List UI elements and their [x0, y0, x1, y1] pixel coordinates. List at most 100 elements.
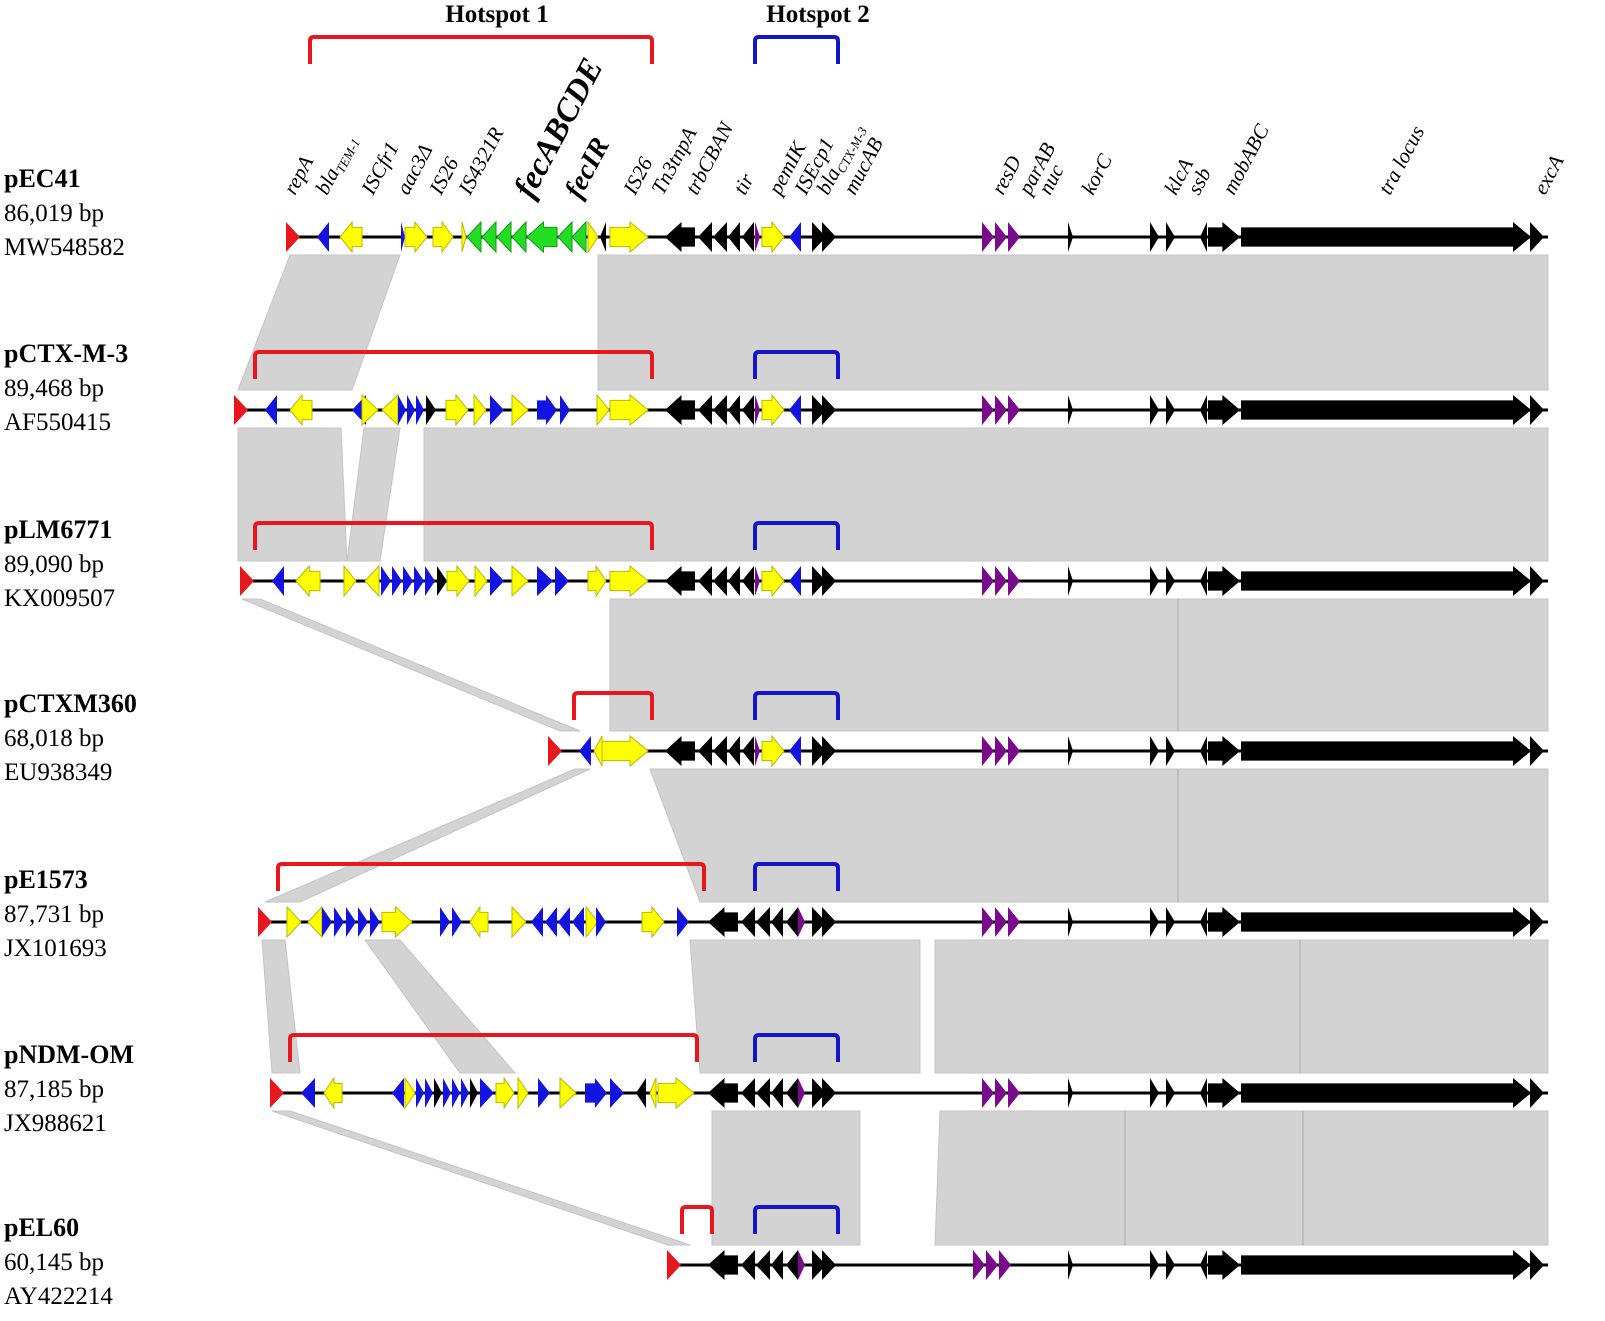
homology-band	[364, 939, 517, 1074]
gene-arrow	[822, 395, 836, 425]
gene-arrow	[1008, 907, 1020, 937]
gene-arrow	[601, 734, 649, 768]
gene-arrow	[1530, 1250, 1544, 1280]
gene-arrow	[272, 566, 284, 596]
plasmid-accession: KX009507	[4, 585, 115, 612]
gene-arrow	[1208, 1078, 1240, 1108]
gene-arrow	[473, 393, 487, 427]
gene-arrow	[761, 564, 785, 598]
gene-arrow	[812, 1250, 826, 1280]
gene-arrow	[265, 395, 277, 425]
gene-label-exca: excA	[1528, 151, 1568, 198]
plasmid-size: 89,468 bp	[4, 375, 104, 402]
gene-arrow	[1200, 566, 1207, 596]
gene-arrow	[490, 395, 504, 425]
gene-arrow	[812, 566, 826, 596]
gene-arrow	[982, 566, 994, 596]
gene-arrow	[538, 1078, 550, 1108]
gene-arrow	[1241, 222, 1531, 252]
hotspot-2-bracket	[753, 350, 840, 379]
gene-arrow	[999, 1250, 1011, 1280]
gene-arrow	[1200, 1250, 1207, 1280]
gene-arrow	[346, 907, 356, 937]
plasmid-accession: AF550415	[4, 409, 111, 436]
gene-arrow	[742, 395, 754, 425]
gene-arrow	[511, 905, 527, 939]
homology-band	[711, 1110, 861, 1246]
gene-arrow	[1530, 907, 1544, 937]
gene-arrow	[812, 395, 826, 425]
gene-arrow	[1200, 907, 1207, 937]
gene-arrow	[425, 1078, 433, 1108]
gene-arrow	[425, 566, 435, 596]
gene-arrow	[1530, 222, 1544, 252]
gene-arrow	[812, 736, 826, 766]
homology-band	[346, 427, 401, 562]
gene-label-mobabc: mobABC	[1217, 119, 1274, 198]
gene-arrow	[1208, 566, 1240, 596]
gene-arrow	[1166, 395, 1175, 425]
gene-label-blatem-sub: TEM-1	[333, 136, 364, 176]
gene-arrow	[798, 907, 805, 937]
gene-arrow	[307, 905, 323, 939]
gene-arrow	[1166, 736, 1175, 766]
gene-arrow	[585, 905, 599, 939]
homology-regions	[237, 254, 1549, 1246]
homology-band	[423, 427, 1549, 562]
gene-arrow	[755, 736, 760, 766]
gene-arrow	[995, 907, 1007, 937]
gene-arrow	[334, 907, 344, 937]
gene-arrow	[364, 564, 380, 598]
gene-arrow	[708, 1078, 738, 1108]
gene-arrow	[585, 1078, 607, 1108]
hotspot-1-bracket	[276, 862, 706, 891]
gene-arrow	[1208, 736, 1240, 766]
gene-arrow	[398, 395, 406, 425]
gene-arrow	[560, 395, 570, 425]
gene-arrow	[295, 564, 321, 598]
gene-arrow	[982, 736, 994, 766]
plasmid-name: pCTX-M-3	[4, 339, 128, 368]
gene-arrow	[698, 736, 712, 766]
homology-band	[264, 768, 591, 903]
gene-arrow	[708, 907, 738, 937]
gene-arrow	[495, 1076, 515, 1110]
gene-arrow	[741, 1250, 755, 1280]
gene-arrow	[452, 907, 462, 937]
gene-arrow	[432, 220, 454, 254]
gene-arrow	[1241, 1078, 1531, 1108]
homology-band	[237, 254, 401, 391]
gene-arrow	[1530, 395, 1544, 425]
hotspot-1-bracket	[288, 1033, 699, 1062]
gene-arrow	[982, 395, 994, 425]
gene-arrow	[995, 736, 1007, 766]
gene-arrow	[995, 1078, 1007, 1108]
gene-arrow	[440, 907, 450, 937]
gene-arrow	[270, 1078, 284, 1108]
gene-arrow	[1068, 1250, 1073, 1280]
hotspot-1-bracket	[680, 1205, 714, 1234]
gene-arrow	[481, 220, 497, 254]
gene-arrow	[490, 566, 504, 596]
gene-arrow	[317, 222, 329, 252]
plasmid-accession: EU938349	[4, 759, 112, 786]
gene-arrow	[1150, 222, 1159, 252]
gene-arrow	[636, 1078, 646, 1108]
gene-arrow	[496, 220, 512, 254]
gene-arrow	[822, 222, 836, 252]
homology-band	[241, 598, 581, 732]
hotspot-2-bracket	[753, 1205, 840, 1234]
gene-arrow	[771, 1078, 783, 1108]
gene-arrow	[596, 393, 610, 427]
gene-arrow	[416, 395, 424, 425]
gene-arrow	[822, 1078, 836, 1108]
gene-arrow	[1150, 736, 1159, 766]
gene-arrow	[381, 905, 413, 939]
gene-arrow	[713, 566, 727, 596]
hotspot-2-bracket	[753, 521, 840, 550]
gene-arrow	[404, 220, 428, 254]
gene-arrow	[822, 566, 836, 596]
gene-arrow	[446, 564, 470, 598]
gene-arrow	[511, 220, 527, 254]
gene-arrow	[401, 222, 405, 252]
